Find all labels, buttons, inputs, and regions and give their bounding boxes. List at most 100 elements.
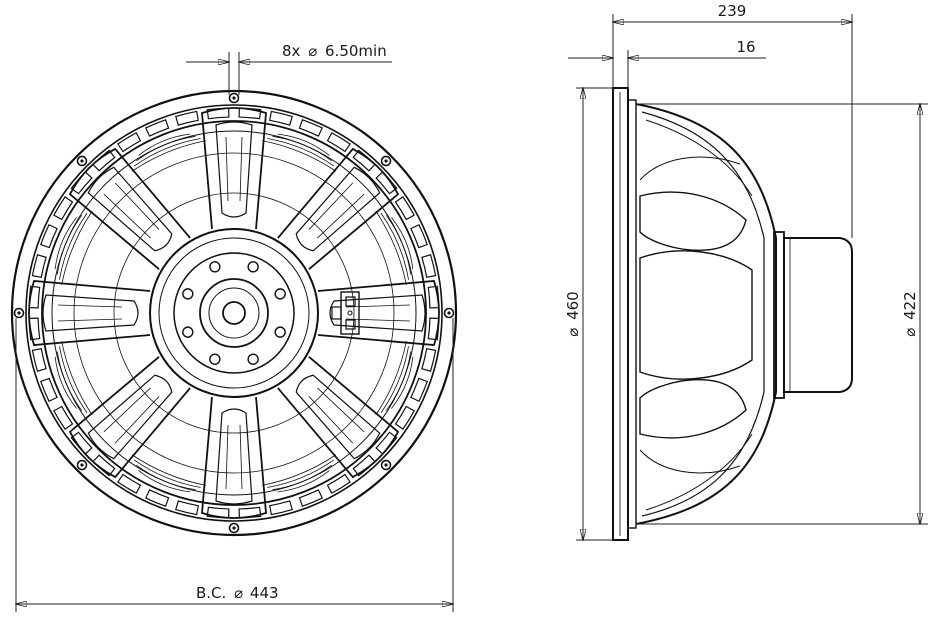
cone-rib: [272, 464, 332, 491]
cone-rib-group: [375, 341, 414, 416]
spoke-outline: [277, 356, 400, 479]
rim-slot: [394, 405, 415, 430]
cone-rib-group: [54, 341, 93, 416]
mounting-hole: [380, 459, 392, 471]
spoke-rib: [225, 136, 243, 202]
cone-rib: [59, 346, 88, 414]
cone-rib-group: [375, 210, 414, 285]
rim-slot: [269, 500, 293, 516]
cone-rib-group: [54, 210, 93, 285]
cone-rib: [138, 470, 191, 493]
cone-rib: [385, 215, 412, 275]
cone-rib: [380, 212, 409, 280]
rim-slot: [117, 473, 142, 494]
cone-rib: [133, 459, 201, 488]
spoke-window: [295, 374, 381, 460]
mounting-hole: [380, 155, 392, 167]
spoke-rib: [345, 304, 411, 322]
rim-slot: [175, 500, 199, 516]
mounting-hole: [228, 92, 240, 104]
front-basket-ring-2: [51, 130, 417, 496]
cone-rib: [380, 346, 409, 414]
spoke: [277, 356, 400, 479]
motor-bolt: [247, 353, 259, 365]
spoke-outline: [68, 356, 191, 479]
rim-slot: [144, 118, 170, 137]
cone-rib-group: [262, 133, 337, 172]
motor-bolts: [182, 261, 286, 365]
cone-rib: [61, 210, 93, 285]
spoke-window: [329, 294, 426, 332]
side-flange: [612, 87, 629, 541]
rim-slot: [421, 254, 437, 278]
diameter-symbol: ⌀: [308, 42, 317, 60]
front-basket-ring: [41, 120, 427, 506]
mounting-hole-center: [80, 463, 84, 467]
spoke: [317, 280, 440, 346]
rim-slot: [326, 473, 351, 494]
svg-text:B.C. ⌀ 443: B.C. ⌀ 443: [196, 584, 279, 602]
motor-bolt: [274, 288, 286, 300]
motor-bolt: [182, 288, 194, 300]
spoke-window: [215, 408, 253, 505]
side-view: 239 16 ⌀ 460 ⌀ 422: [564, 2, 928, 541]
rim-slot: [175, 110, 199, 126]
rim-slot: [39, 223, 58, 249]
rim-slot: [144, 489, 170, 508]
side-gasket: [627, 99, 637, 529]
outer-diameter-value: 460: [564, 291, 582, 320]
svg-text:⌀ 422: ⌀ 422: [901, 291, 919, 336]
cone-rib: [272, 135, 332, 162]
rim-slot: [117, 132, 142, 153]
rim-slot: [410, 377, 429, 403]
spoke-window: [87, 374, 173, 460]
motor-plate: [173, 252, 295, 374]
rim-slot: [269, 110, 293, 126]
rim-slot: [298, 489, 324, 508]
front-view: 8x ⌀ 6.50min B.C. ⌀ 443: [10, 42, 458, 612]
depth-dimension: 239: [613, 2, 852, 238]
cone-rib: [56, 351, 83, 411]
cone-rib: [375, 341, 407, 416]
hole-callout: 8x ⌀ 6.50min: [186, 42, 392, 95]
cone-rib: [138, 133, 191, 156]
mounting-hole: [443, 307, 455, 319]
front-basket-ring-4: [113, 192, 355, 434]
motor-outer: [149, 228, 319, 398]
motor-bolt: [209, 353, 221, 365]
mounting-hole-center: [384, 463, 388, 467]
basket-spokes: [28, 107, 440, 519]
mounting-hole: [13, 307, 25, 319]
side-basket-outline: [635, 103, 777, 525]
spoke-rib: [308, 182, 365, 239]
cone-rib: [385, 351, 412, 411]
rim-slot: [53, 405, 74, 430]
cone-rib-group: [131, 454, 206, 493]
side-basket-window-bottom: [639, 379, 747, 439]
spoke-rib: [57, 304, 123, 322]
cone-rib: [56, 215, 83, 275]
rim-slot: [39, 377, 58, 403]
cone-rib: [267, 138, 335, 167]
spoke-outline: [317, 280, 440, 346]
rim-slot: [410, 223, 429, 249]
spoke: [28, 280, 151, 346]
motor-ring: [158, 237, 310, 389]
front-rim-inner: [25, 104, 443, 522]
mounting-hole-center: [80, 159, 84, 163]
spoke-rib: [103, 387, 160, 444]
cone-rib: [54, 356, 77, 409]
vent-hole: [222, 301, 246, 325]
cone-rib: [136, 135, 196, 162]
rim-slots: [28, 107, 440, 519]
mounting-hole-center: [384, 159, 388, 163]
spoke-rib: [225, 424, 243, 490]
spoke: [68, 356, 191, 479]
spoke: [68, 147, 191, 270]
svg-text:⌀ 460: ⌀ 460: [564, 291, 582, 336]
hole-count-label: 8x: [282, 42, 301, 60]
cone-rib: [391, 356, 414, 409]
flange-dimension: 16: [568, 38, 766, 88]
hole-diameter-label: 6.50min: [325, 42, 387, 60]
bolt-circle-value: 443: [250, 584, 279, 602]
